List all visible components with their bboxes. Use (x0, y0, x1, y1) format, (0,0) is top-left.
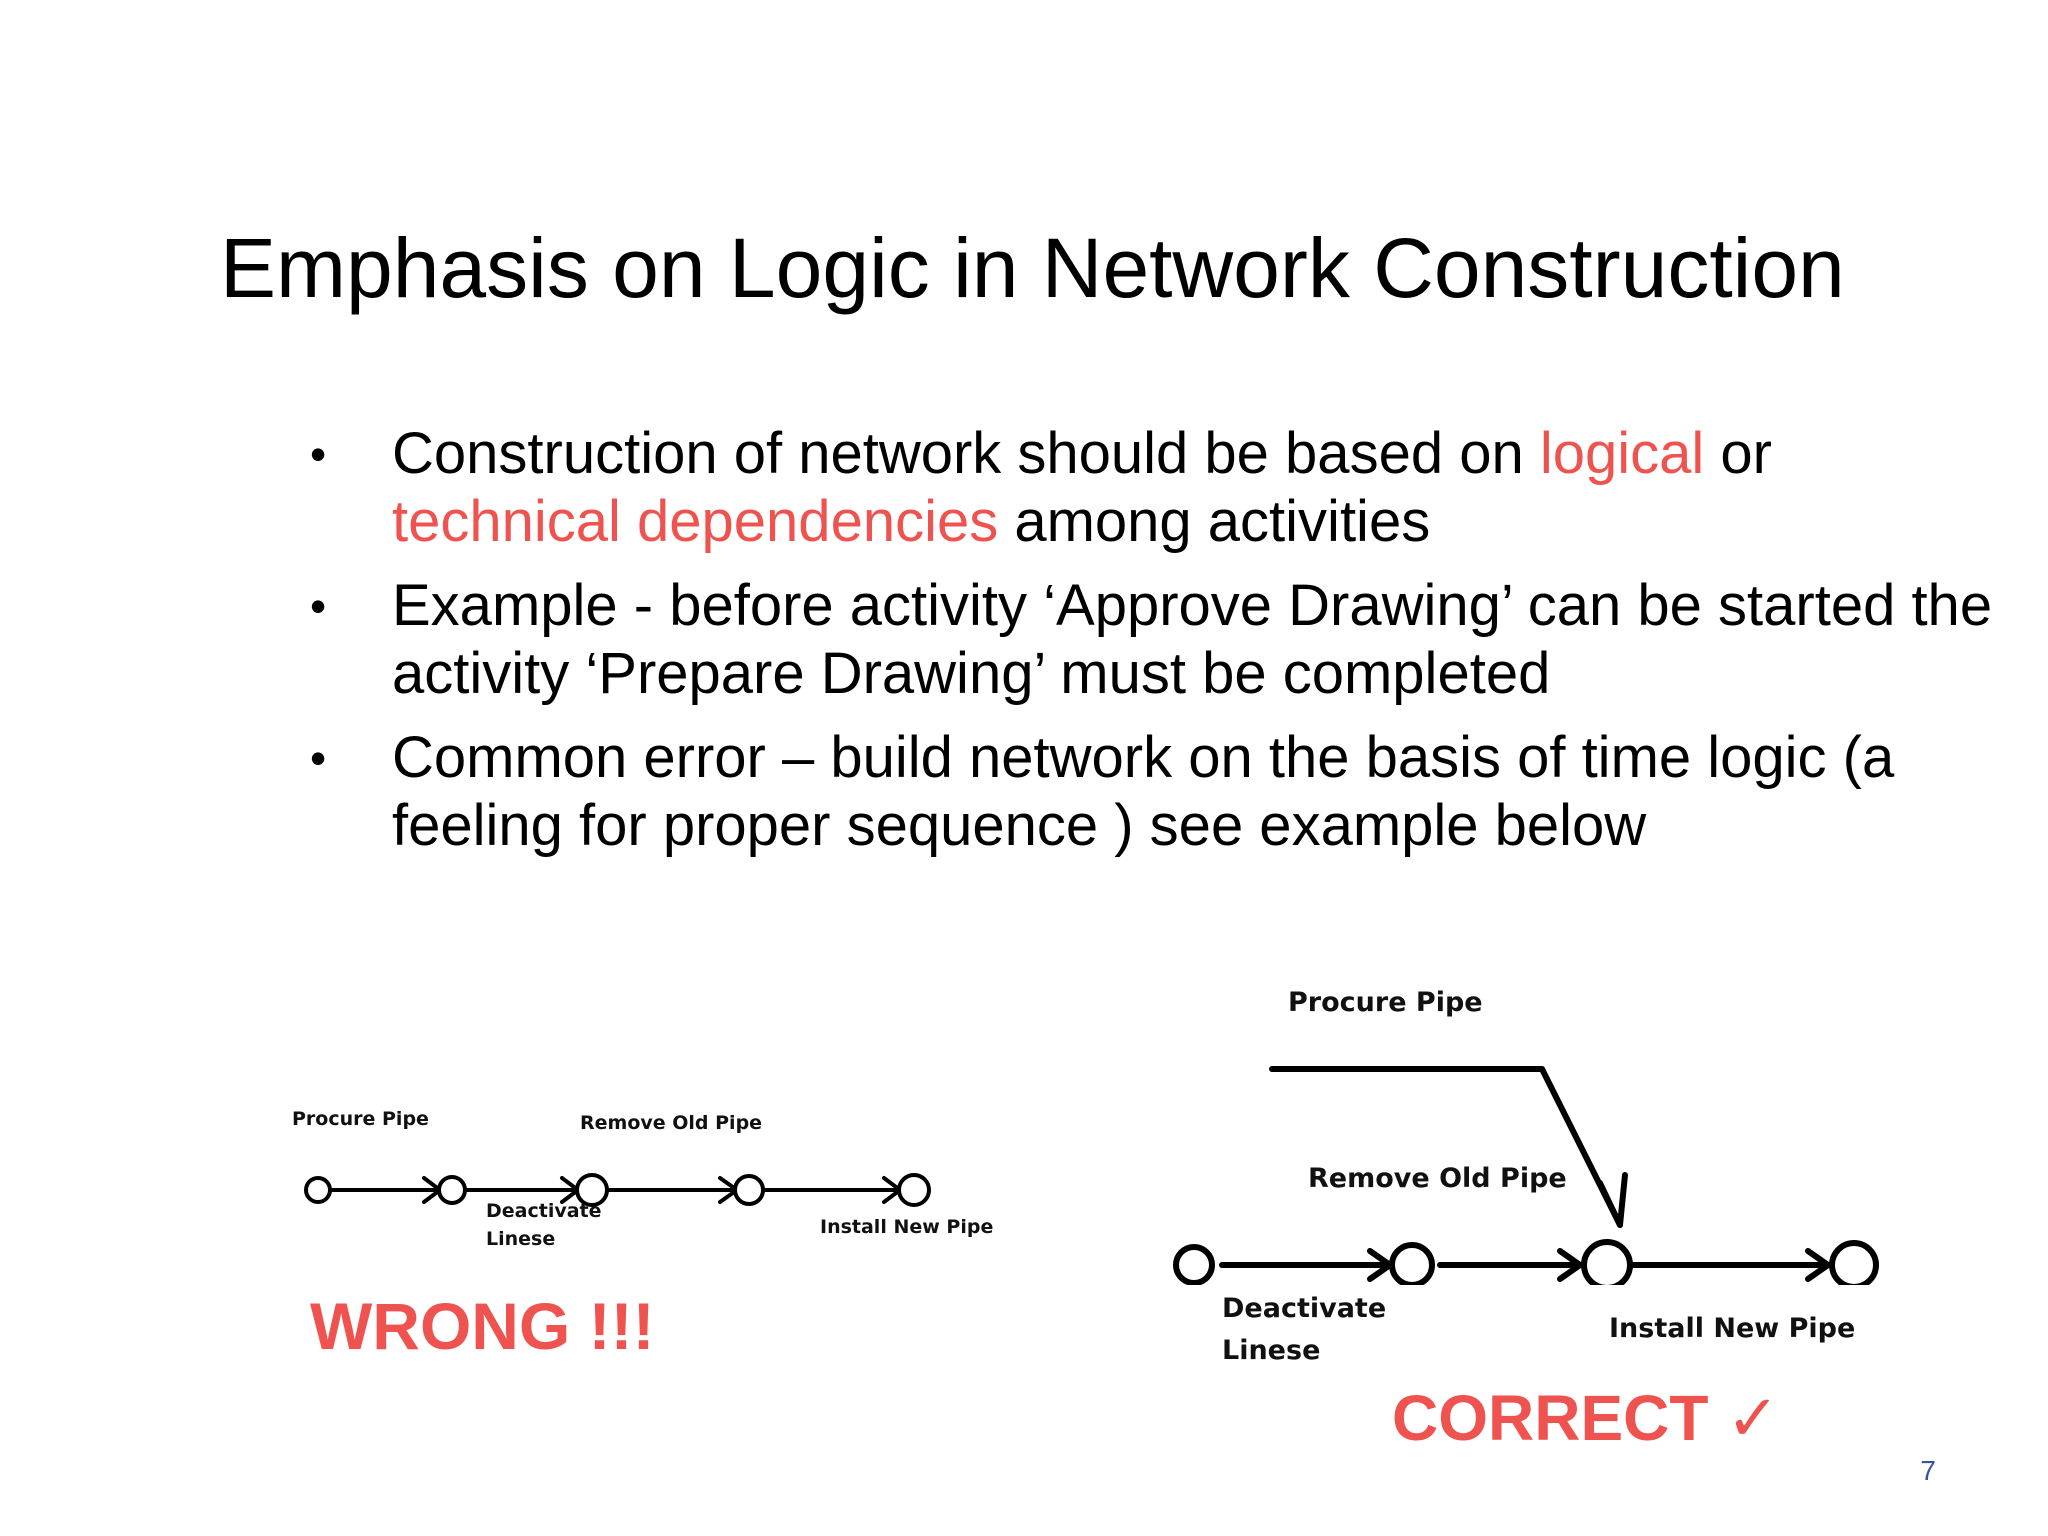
bullet-text: Common error – build network on the basi… (392, 725, 1895, 858)
label-procure-pipe: Procure Pipe (292, 1108, 429, 1130)
label-deactivate: Deactivate (1222, 1293, 1387, 1324)
event-node (304, 1176, 332, 1204)
bullet-text-part: among activities (998, 489, 1431, 554)
wrong-verdict: WRONG !!! (310, 1289, 655, 1363)
label-remove-old-pipe: Remove Old Pipe (1308, 1163, 1567, 1194)
label-procure-pipe: Procure Pipe (1288, 987, 1483, 1018)
procure-pipe-arrow (1269, 1066, 1623, 1228)
correct-verdict: CORRECT ✓ (1392, 1382, 1780, 1454)
label-linese: Linese (1222, 1335, 1321, 1366)
slide-title: Emphasis on Logic in Network Constructio… (220, 221, 1845, 315)
bullet-dot-icon: • (310, 428, 327, 480)
label-deactivate: Deactivate (486, 1200, 602, 1222)
event-node (1829, 1240, 1879, 1285)
bullet-item-1: • Construction of network should be base… (300, 420, 2000, 556)
event-node (1389, 1242, 1435, 1285)
label-install-new-pipe: Install New Pipe (820, 1216, 994, 1238)
event-node (1581, 1239, 1633, 1285)
event-node (575, 1173, 609, 1207)
bullet-list: • Construction of network should be base… (300, 420, 2000, 876)
arrow-head (1557, 1248, 1583, 1282)
event-node (733, 1174, 765, 1206)
highlight-technical-dependencies: technical dependencies (392, 489, 999, 554)
arrow-head (1597, 1172, 1628, 1228)
bullet-dot-icon: • (310, 580, 327, 632)
event-node (1173, 1244, 1215, 1285)
event-node (437, 1175, 467, 1205)
label-install-new-pipe: Install New Pipe (1609, 1313, 1856, 1344)
bullet-item-2: • Example - before activity ‘Approve Dra… (300, 572, 2000, 708)
arrow-head (1805, 1248, 1831, 1282)
bullet-dot-icon: • (310, 732, 327, 784)
bullet-text: Example - before activity ‘Approve Drawi… (392, 573, 1993, 706)
highlight-logical: logical (1539, 421, 1705, 486)
correct-network-diagram: Procure Pipe Remove Old Pipe Deactivate … (1160, 985, 1920, 1465)
bullet-text-part: or (1704, 421, 1772, 486)
bullet-text-part: Construction of network should be based … (392, 421, 1540, 486)
label-linese: Linese (486, 1228, 556, 1250)
bullet-item-3: • Common error – build network on the ba… (300, 724, 2000, 860)
event-node (897, 1173, 931, 1207)
wrong-network-graph (304, 1173, 931, 1207)
page-number: 7 (1920, 1455, 1936, 1486)
wrong-network-diagram: Procure Pipe Remove Old Pipe Deactivate … (280, 1090, 1000, 1370)
correct-network-graph (1173, 1066, 1879, 1285)
label-remove-old-pipe: Remove Old Pipe (580, 1112, 763, 1134)
